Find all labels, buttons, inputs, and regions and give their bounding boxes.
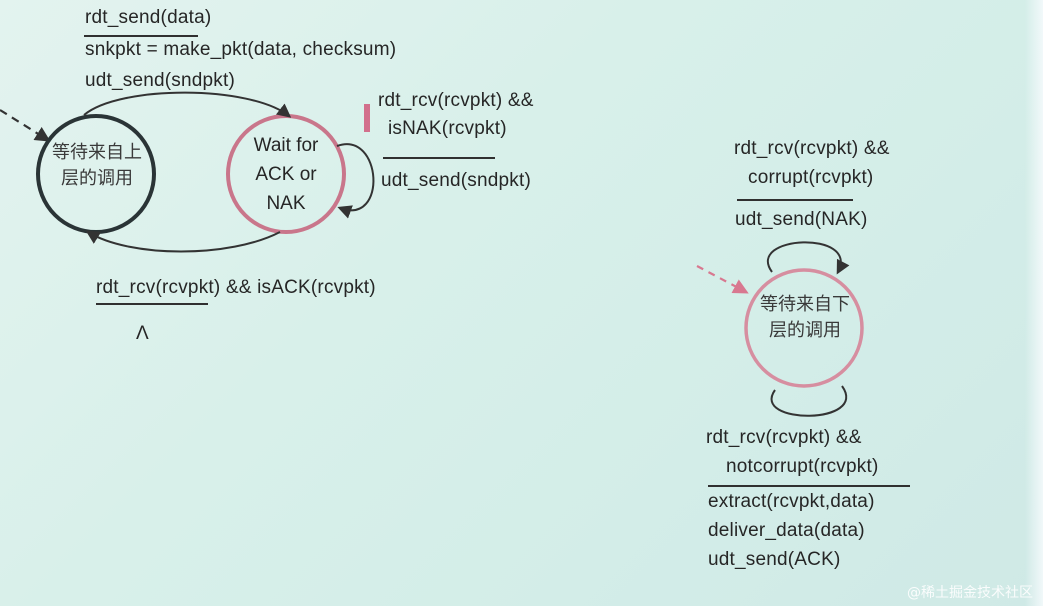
receiver-initial-arrow	[696, 265, 749, 294]
corrupt-action: udt_send(NAK)	[735, 209, 868, 230]
ack-event-label: rdt_rcv(rcvpkt) && isACK(rcvpkt)	[96, 277, 376, 298]
sender-state-wait-above-label: 等待来自上 层的调用	[38, 140, 156, 192]
receiver-state-wait-below	[744, 268, 864, 388]
notcorrupt-action-extract: extract(rcvpkt,data)	[708, 491, 875, 512]
sender-state-line2: 层的调用	[61, 168, 133, 189]
wait-for-text: Wait for	[253, 135, 319, 156]
sender-ack-transition	[85, 230, 281, 253]
receiver-notcorrupt-selfloop	[770, 385, 848, 417]
receiver-state-line1: 等待来自下	[760, 294, 850, 315]
pink-marker	[364, 104, 370, 132]
receiver-state-line2: 层的调用	[769, 320, 841, 341]
nak-action: udt_send(sndpkt)	[381, 170, 532, 191]
nak-transition-divider	[383, 157, 495, 159]
ack-or-text: ACK or	[255, 164, 317, 185]
sender-send-transition	[83, 91, 292, 118]
notcorrupt-transition-divider	[708, 485, 910, 487]
corrupt-transition-divider	[737, 199, 853, 201]
send-action-make-pkt: snkpkt = make_pkt(data, checksum)	[85, 39, 397, 60]
ack-transition-divider	[96, 303, 208, 305]
receiver-state-label: 等待来自下 层的调用	[746, 292, 864, 344]
nak-event-line1: rdt_rcv(rcvpkt) &&	[378, 90, 534, 111]
send-transition-divider	[84, 35, 198, 37]
nak-text: NAK	[266, 193, 306, 214]
corrupt-event-line2: corrupt(rcvpkt)	[748, 167, 874, 188]
send-action-udt-send: udt_send(sndpkt)	[85, 70, 236, 91]
receiver-corrupt-selfloop	[767, 241, 850, 275]
notcorrupt-event-line1: rdt_rcv(rcvpkt) &&	[706, 427, 862, 448]
nak-event-line2: isNAK(rcvpkt)	[388, 118, 507, 139]
notcorrupt-action-udt-send: udt_send(ACK)	[708, 549, 841, 570]
sender-state-wait-ack-label: Wait for ACK or NAK	[236, 131, 336, 218]
send-event-label: rdt_send(data)	[85, 7, 212, 28]
sender-initial-arrow	[0, 109, 51, 142]
watermark: @稀土掘金技术社区	[907, 585, 1033, 601]
notcorrupt-event-line2: notcorrupt(rcvpkt)	[726, 456, 879, 477]
sender-nak-selfloop	[336, 143, 375, 219]
screen-edge	[1025, 0, 1043, 606]
ack-action-lambda: Λ	[136, 323, 149, 344]
notcorrupt-action-deliver: deliver_data(data)	[708, 520, 865, 541]
sender-state-line1: 等待来自上	[52, 142, 142, 163]
corrupt-event-line1: rdt_rcv(rcvpkt) &&	[734, 138, 890, 159]
